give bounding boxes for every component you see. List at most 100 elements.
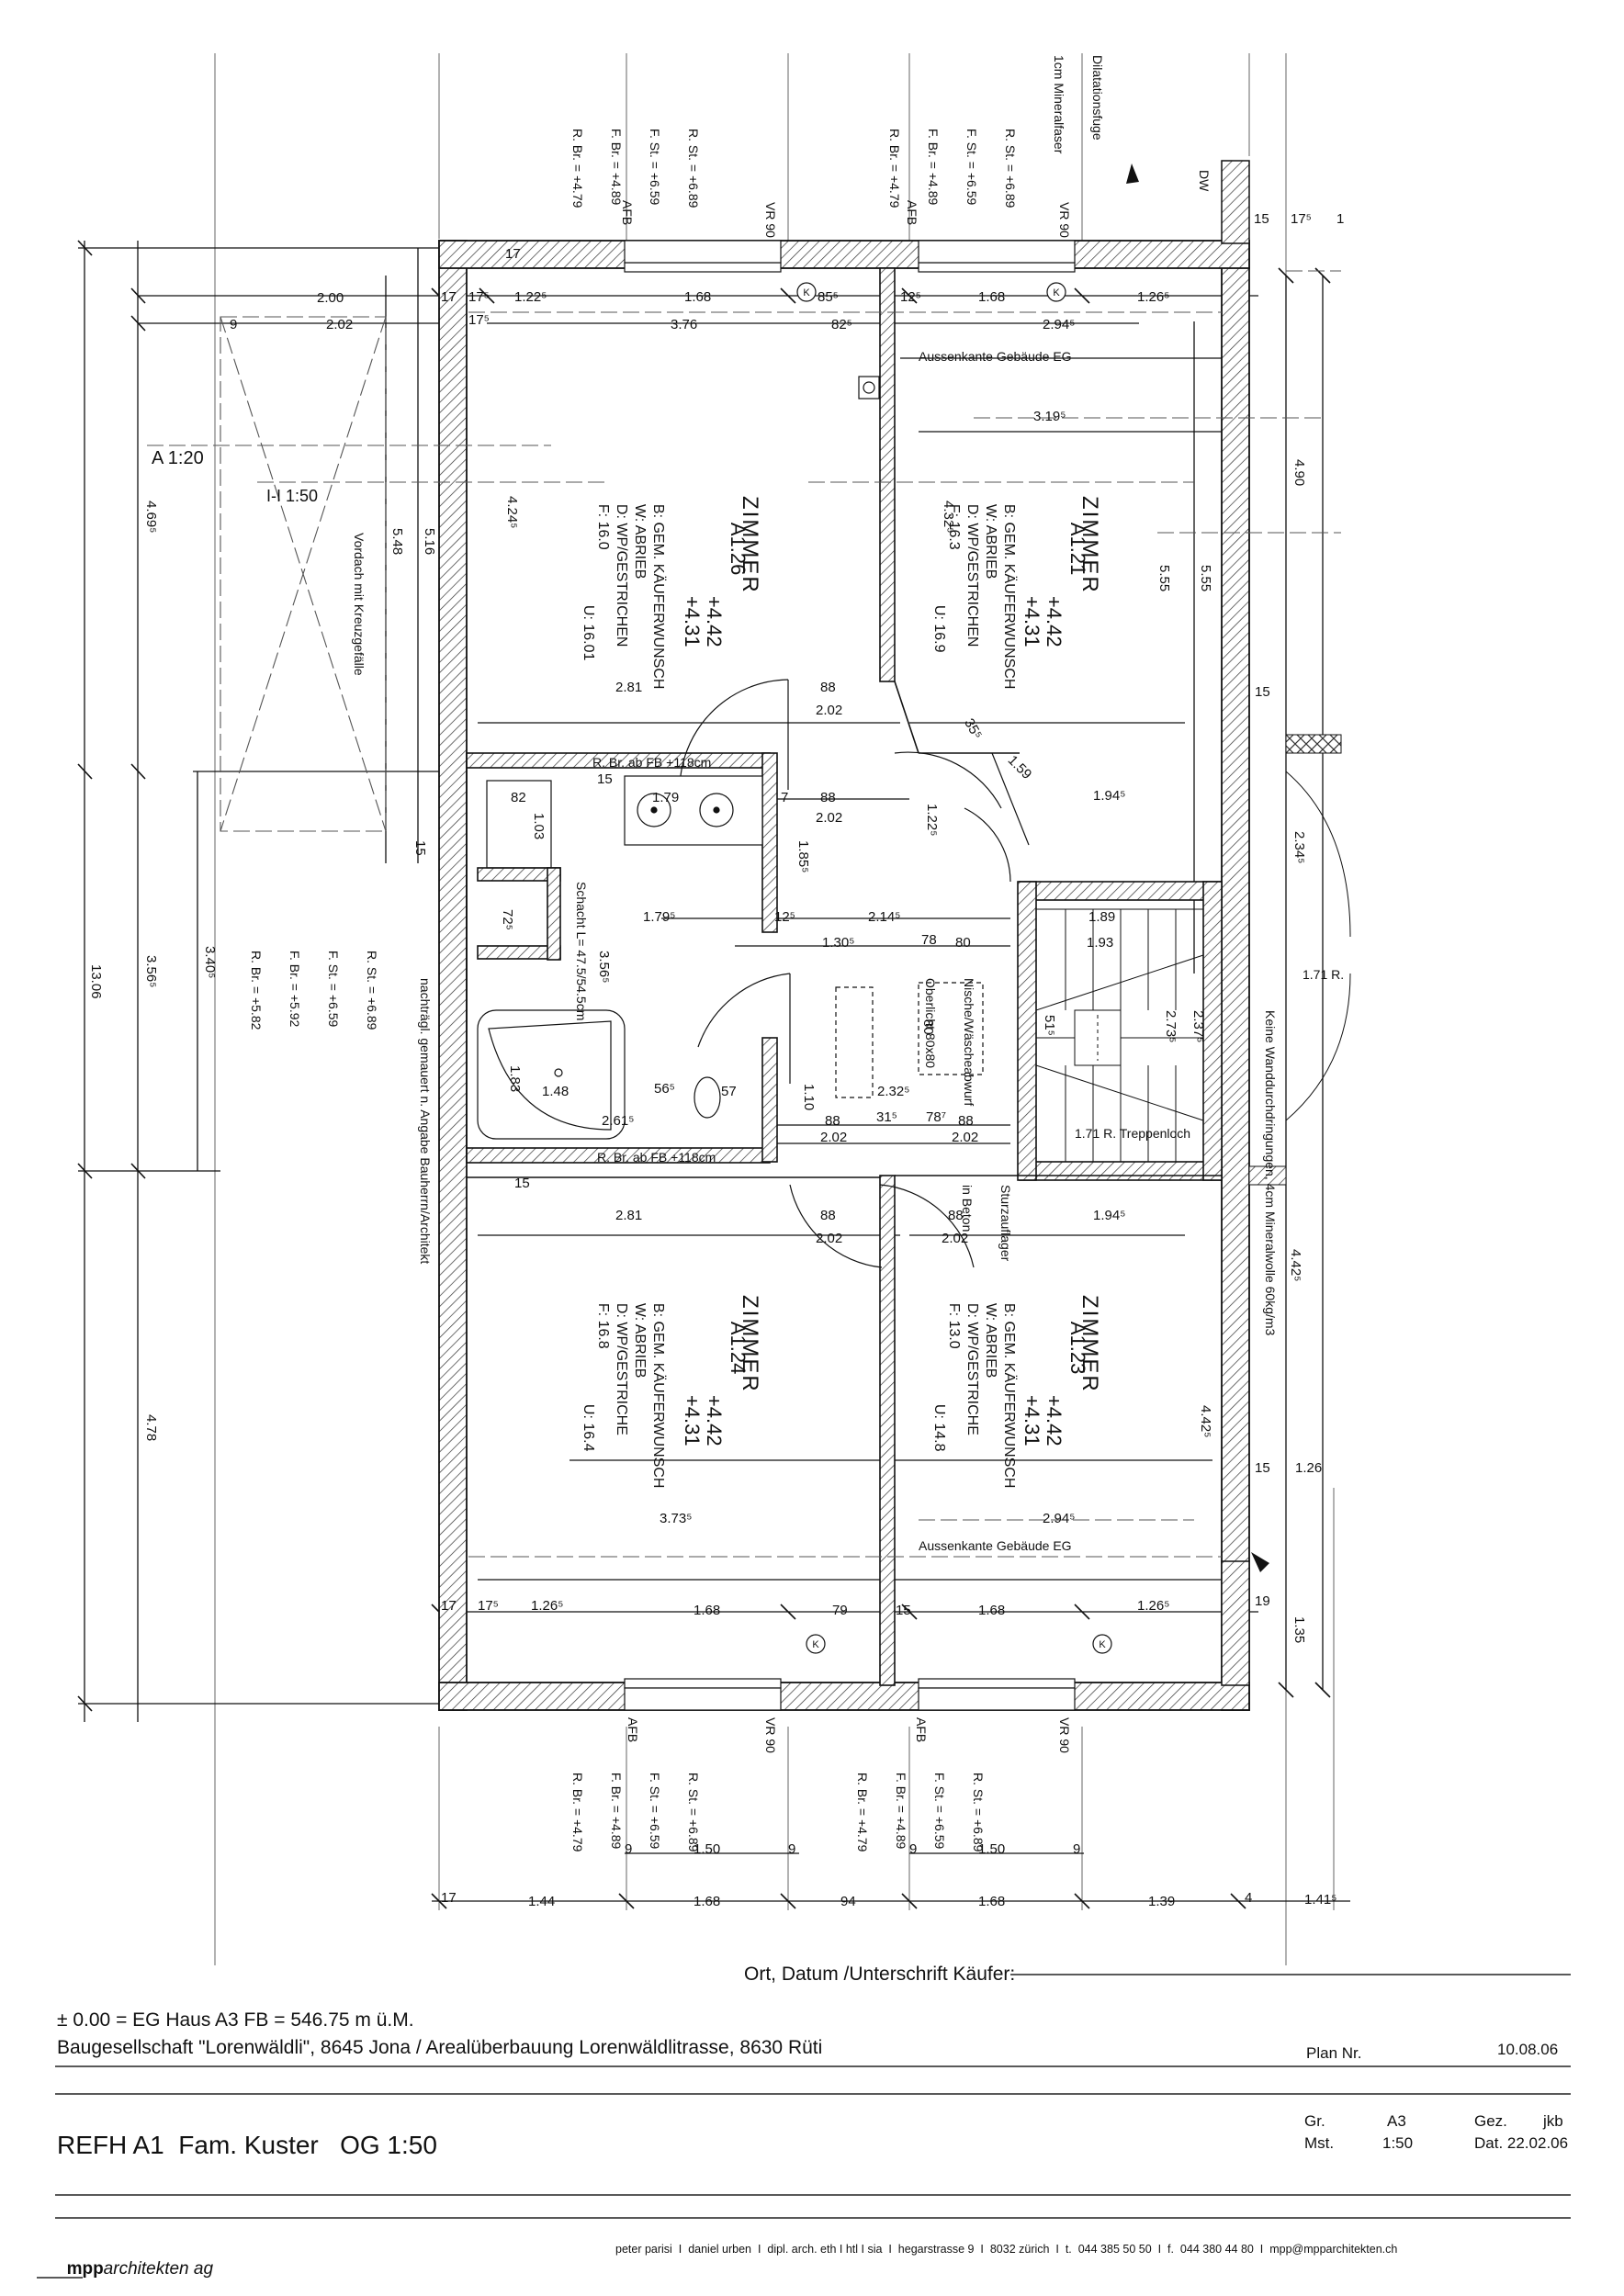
dim-text: 1.79⁵ — [643, 909, 676, 925]
dim-text: 1.26⁵ — [531, 1598, 564, 1614]
window-elevation-line: F. St. = +6.59 — [326, 951, 341, 1028]
bathroom-fixtures — [477, 376, 984, 1140]
date-label: Dat. 22.02.06 — [1474, 2134, 1569, 2152]
dim-text: 2.02 — [816, 810, 843, 826]
dim-text: 2.34⁵ — [1291, 831, 1307, 864]
afb-label: AFB — [905, 200, 919, 226]
window-elevations-left: R. St. = +6.89 F. St. = +6.59 F. Br. = +… — [237, 951, 404, 1030]
afb-label: AFB — [626, 1717, 640, 1743]
dim-text: 4.24⁵ — [504, 496, 520, 529]
room-number-a1-21: A1.21 — [1066, 514, 1102, 576]
dim-text: 80 — [955, 935, 971, 951]
dim-text: 1.68 — [694, 1603, 721, 1618]
room-number: A1.21 — [1066, 522, 1089, 576]
window-elevation-line: F. St. = +6.59 — [932, 1773, 947, 1850]
dim-text: 1.22⁵ — [924, 804, 940, 837]
window-elevations-top-left: R. St. = +6.89 F. St. = +6.59 F. Br. = +… — [558, 129, 726, 208]
dim-text: 82⁵ — [831, 317, 852, 332]
dim-text: 2.37⁵ — [1190, 1010, 1206, 1043]
dim-text: 4.90 — [1291, 459, 1307, 487]
dim-text: 88 — [825, 1113, 840, 1129]
note-line: Oberlicht 80x80 — [923, 978, 938, 1069]
room-area-a1-26: F: 16.0 U: 16.01 — [581, 503, 611, 661]
dim-text: 56⁵ — [654, 1081, 675, 1097]
dim-text: 2.02 — [952, 1130, 979, 1145]
dim-text: 2.94⁵ — [1043, 1511, 1076, 1526]
dim-text: 1.93 — [1087, 935, 1114, 951]
dim-text: 51⁵ — [1042, 1015, 1057, 1036]
k-symbol-labels: K K K K — [803, 287, 1106, 1650]
scale-value: 1:50 — [1382, 2134, 1414, 2152]
dim-text: 4.32⁵ — [941, 501, 956, 534]
svg-text:K: K — [1053, 287, 1060, 298]
room-number-a1-23: A1.23 — [1066, 1313, 1102, 1375]
dim-text: 2.73⁵ — [1163, 1010, 1179, 1043]
signature-label: Ort, Datum /Unterschrift Käufer: — [744, 1964, 1016, 1985]
dim-text: 5.16 — [422, 528, 437, 556]
window-elevation-line: R. St. = +6.89 — [1003, 129, 1018, 208]
window-elevation-line: F. Br. = +4.89 — [926, 129, 941, 206]
dim-text: 1 — [1336, 211, 1345, 227]
dim-text: 79 — [832, 1603, 848, 1618]
room-level-lower-a1-26: +4.31 — [681, 588, 716, 647]
dim-text: 1.94⁵ — [1093, 788, 1126, 804]
dim-text: 1.26⁵ — [1137, 1598, 1170, 1614]
dimension-lines — [78, 241, 1350, 1902]
afb-label: AFB — [620, 200, 635, 226]
elevation-note: ± 0.00 = EG Haus A3 FB = 546.75 m ü.M. — [57, 2009, 414, 2031]
dim-text: 9 — [230, 317, 238, 332]
dim-text: 2.02 — [942, 1231, 969, 1246]
dim-text: 1.85⁵ — [795, 840, 811, 873]
afb-label: AFB — [914, 1717, 929, 1743]
note-line: 1cm Mineralfaser — [1052, 55, 1066, 154]
dim-text: 15 — [1254, 211, 1269, 227]
dim-text: 19 — [1255, 1593, 1270, 1609]
window-elevation-line: R. Br. = +4.79 — [570, 129, 585, 208]
dim-text: 1.68 — [978, 1894, 1006, 1909]
canopy — [147, 270, 1341, 1558]
dim-text: 2.81 — [615, 1208, 643, 1223]
dim-text: 1.10 — [801, 1084, 817, 1111]
dim-text: 3.19⁵ — [1033, 409, 1066, 424]
doors — [679, 679, 1030, 1268]
dim-text: 1.68 — [684, 289, 712, 305]
dim-text: 1.30⁵ — [822, 935, 855, 951]
window-elevation-line: F. Br. = +4.89 — [609, 129, 624, 206]
staircase — [1035, 734, 1351, 1186]
dim-text: 4.42⁵ — [1198, 1405, 1213, 1438]
dim-text: 1.39 — [1148, 1894, 1176, 1909]
dim-text: 1.94⁵ — [1093, 1208, 1126, 1223]
dim-text: 17⁵ — [1291, 211, 1312, 227]
dim-text: 5.55 — [1156, 565, 1172, 592]
dim-text: 3.56⁵ — [596, 951, 612, 984]
window-type-label: VR 90 — [763, 1717, 778, 1753]
dim-text: 72⁵ — [500, 909, 515, 930]
dim-text: 17⁵ — [478, 1598, 499, 1614]
window-elevations-top-right: R. St. = +6.89 F. St. = +6.59 F. Br. = +… — [875, 129, 1043, 208]
dim-text: 15 — [896, 1603, 911, 1618]
dim-text: 4 — [1245, 1890, 1253, 1906]
aussenkante-top: Aussenkante Gebäude EG — [919, 349, 1072, 364]
k-symbols — [796, 282, 1112, 1654]
dim-text: 15 — [597, 771, 613, 787]
dim-text: 15 — [1255, 1460, 1270, 1476]
section-a-label: A 1:20 — [152, 448, 204, 468]
dilatation-note: Dilatationsfuge 1cm Mineralfaser — [1040, 55, 1130, 153]
dim-text: 15 — [514, 1176, 530, 1191]
firm-name-bold: mpp — [66, 2259, 104, 2279]
firm-address: peter parisi I daniel urben I dipl. arch… — [615, 2243, 1398, 2256]
svg-text:K: K — [803, 287, 810, 298]
treppenloch-label: 1.71 R. Treppenloch — [1075, 1126, 1191, 1141]
bath-sill-bottom: R. Br. ab FB +118cm — [597, 1150, 716, 1165]
keine-wanddurchdringungen-note: Keine Wanddurchdringungen, 4cm Mineralwo… — [1263, 1010, 1278, 1336]
dim-text: 88 — [958, 1113, 974, 1129]
window-type-label: VR 90 — [1057, 1717, 1072, 1753]
dim-text: 2.81 — [615, 680, 643, 695]
dim-text: 31⁵ — [876, 1109, 897, 1125]
dim-text: 13.06 — [88, 964, 104, 999]
dim-text: 1.26 — [1295, 1460, 1323, 1476]
dim-text: 88 — [948, 1208, 964, 1223]
stair-width-label: 1.71 R. — [1303, 967, 1345, 982]
dim-text: 17 — [441, 289, 457, 305]
